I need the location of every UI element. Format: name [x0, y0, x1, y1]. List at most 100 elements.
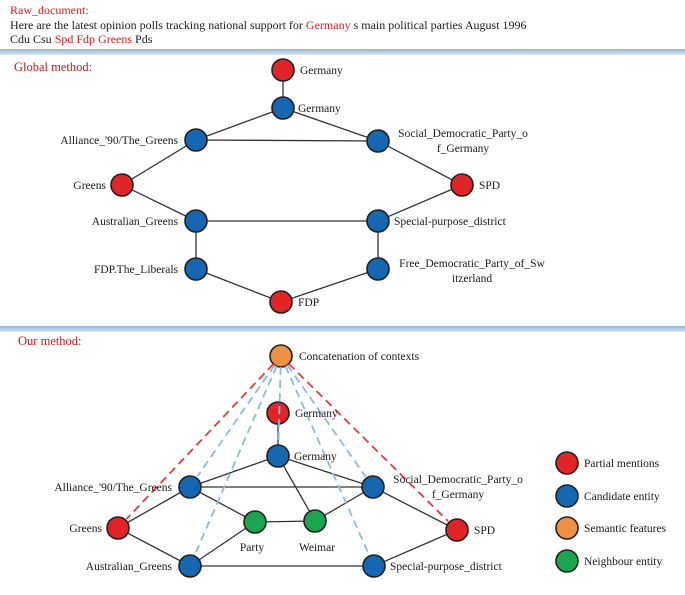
- node-label-g-special: Special-purpose_district: [394, 216, 507, 228]
- edge-g-germany-entity--g-sdp: [282, 107, 379, 142]
- node-label-line: Special-purpose_district: [390, 561, 503, 573]
- node-label-line: Germany: [298, 103, 341, 115]
- node-label-line: Alliance_'90/The_Greens: [60, 135, 178, 147]
- legend-swatch-blue: [555, 484, 579, 508]
- raw-document-line1: Here are the latest opinion polls tracki…: [10, 18, 527, 33]
- line1-plain-b: s main political parties August 1996: [350, 17, 527, 32]
- node-g-germany-mention: [271, 58, 295, 82]
- edge-o-alliance--o-party: [189, 486, 256, 523]
- node-label-line: Australian_Greens: [92, 216, 179, 228]
- node-o-weimar: [303, 509, 327, 533]
- node-label-o-concat: Concatenation of contexts: [299, 351, 420, 363]
- legend-swatch-red: [555, 451, 579, 475]
- node-label-line: Social_Democratic_Party_o: [393, 474, 523, 486]
- node-label-line: Free_Democratic_Party_of_Sw: [399, 258, 545, 270]
- legend-swatch-green: [555, 549, 579, 573]
- edge-g-greens-mention--g-australian: [121, 184, 197, 222]
- node-label-line: Germany: [300, 65, 343, 77]
- node-label-o-australian: Australian_Greens: [86, 561, 173, 573]
- node-label-g-fdp-swiss: Free_Democratic_Party_of_Sw itzerland: [399, 258, 545, 285]
- dashed-edge-o-concat--o-spd-mention: [288, 363, 449, 522]
- legend-swatch-orange: [555, 516, 579, 540]
- legend-label-green: Neighbour entity: [584, 556, 662, 568]
- edge-g-alliance--g-greens-mention: [121, 139, 197, 186]
- raw-document-title: Raw_document:: [10, 3, 527, 18]
- edge-o-germany-entity--o-alliance: [189, 455, 279, 488]
- edge-o-germany-entity--o-weimar: [277, 455, 316, 522]
- node-g-alliance: [184, 128, 208, 152]
- legend-label-orange: Semantic features: [584, 523, 667, 535]
- edge-o-germany-entity--o-sdp: [277, 455, 374, 488]
- legend-label-blue: Candidate entity: [584, 491, 660, 503]
- edge-g-alliance--g-sdp: [195, 139, 379, 142]
- node-g-germany-entity: [271, 96, 295, 120]
- dashed-edge-o-concat--o-alliance: [196, 364, 276, 478]
- edge-g-sdp--g-spd-mention: [377, 140, 463, 186]
- edge-o-alliance--o-greens-mention: [117, 486, 191, 529]
- node-label-line: Party: [240, 542, 265, 554]
- edge-g-spd-mention--g-special: [377, 184, 463, 222]
- line2-highlight-parties: Spd Fdp Greens: [54, 32, 133, 46]
- legend-label-red: Partial mentions: [584, 458, 660, 470]
- node-label-line: FDP.The_Liberals: [94, 264, 179, 276]
- node-o-germany-mention: [266, 401, 290, 425]
- node-label-g-germany-mention: Germany: [300, 65, 343, 77]
- node-label-line: Special-purpose_district: [394, 216, 507, 228]
- edge-o-sdp--o-spd-mention: [372, 486, 458, 531]
- node-label-line: FDP: [298, 297, 319, 309]
- node-g-special: [366, 209, 390, 233]
- node-label-line: f_Germany: [432, 489, 485, 501]
- edge-g-germany-entity--g-alliance: [195, 107, 284, 141]
- node-label-o-sdp: Social_Democratic_Party_o f_Germany: [393, 474, 523, 501]
- node-g-fdp-swiss: [366, 257, 390, 281]
- node-label-line: itzerland: [452, 273, 492, 285]
- edge-o-australian--o-party: [189, 521, 256, 567]
- node-label-line: SPD: [479, 180, 500, 192]
- node-o-special: [362, 554, 386, 578]
- node-label-line: Germany: [295, 408, 338, 420]
- raw-document-block: Raw_document: Here are the latest opinio…: [10, 3, 527, 47]
- node-o-sdp: [361, 475, 385, 499]
- node-o-spd-mention: [445, 518, 469, 542]
- dashed-edges-layer: [125, 363, 449, 555]
- section-divider-top: [0, 49, 685, 55]
- node-g-fdp-liberals: [184, 257, 208, 281]
- node-label-g-spd-mention: SPD: [479, 180, 500, 192]
- dashed-edge-o-concat--o-greens-mention: [125, 363, 275, 520]
- node-label-o-germany-mention: Germany: [295, 408, 338, 420]
- node-label-o-party: Party: [240, 542, 265, 554]
- node-label-line: Weimar: [299, 542, 335, 554]
- node-label-line: SPD: [474, 525, 495, 537]
- nodes-layer: [106, 58, 474, 578]
- node-o-alliance: [178, 475, 202, 499]
- edge-g-fdp-swiss--g-fdp-mention: [280, 268, 379, 303]
- global-method-label: Global method:: [14, 60, 93, 74]
- dashed-edge-o-concat--o-australian: [194, 365, 278, 555]
- dashed-edge-o-concat--o-special: [284, 365, 370, 555]
- node-label-line: Greens: [73, 180, 106, 192]
- node-o-germany-entity: [266, 444, 290, 468]
- raw-document-line2: Cdu Csu Spd Fdp Greens Pds: [10, 32, 527, 47]
- node-label-g-greens-mention: Greens: [73, 180, 106, 192]
- node-o-concat: [269, 344, 293, 368]
- section-divider-middle: [0, 326, 685, 332]
- node-label-g-fdp-liberals: FDP.The_Liberals: [94, 264, 179, 276]
- node-label-o-germany-entity: Germany: [294, 451, 337, 463]
- edge-o-greens-mention--o-australian: [117, 527, 191, 567]
- node-label-line: Concatenation of contexts: [299, 351, 420, 363]
- node-o-australian: [178, 554, 202, 578]
- labels-layer: GermanyGermanyAlliance_'90/The_GreensSoc…: [54, 65, 545, 573]
- edge-g-fdp-liberals--g-fdp-mention: [195, 268, 282, 303]
- node-label-line: Australian_Greens: [86, 561, 173, 573]
- node-label-g-fdp-mention: FDP: [298, 297, 319, 309]
- node-g-sdp: [366, 129, 390, 153]
- line2-plain-a: Cdu Csu: [10, 32, 55, 46]
- node-label-line: Germany: [294, 451, 337, 463]
- node-label-o-weimar: Weimar: [299, 542, 335, 554]
- line1-plain-a: Here are the latest opinion polls tracki…: [10, 17, 306, 32]
- line1-highlight-germany: Germany: [305, 17, 351, 32]
- line2-plain-b: Pds: [132, 32, 153, 46]
